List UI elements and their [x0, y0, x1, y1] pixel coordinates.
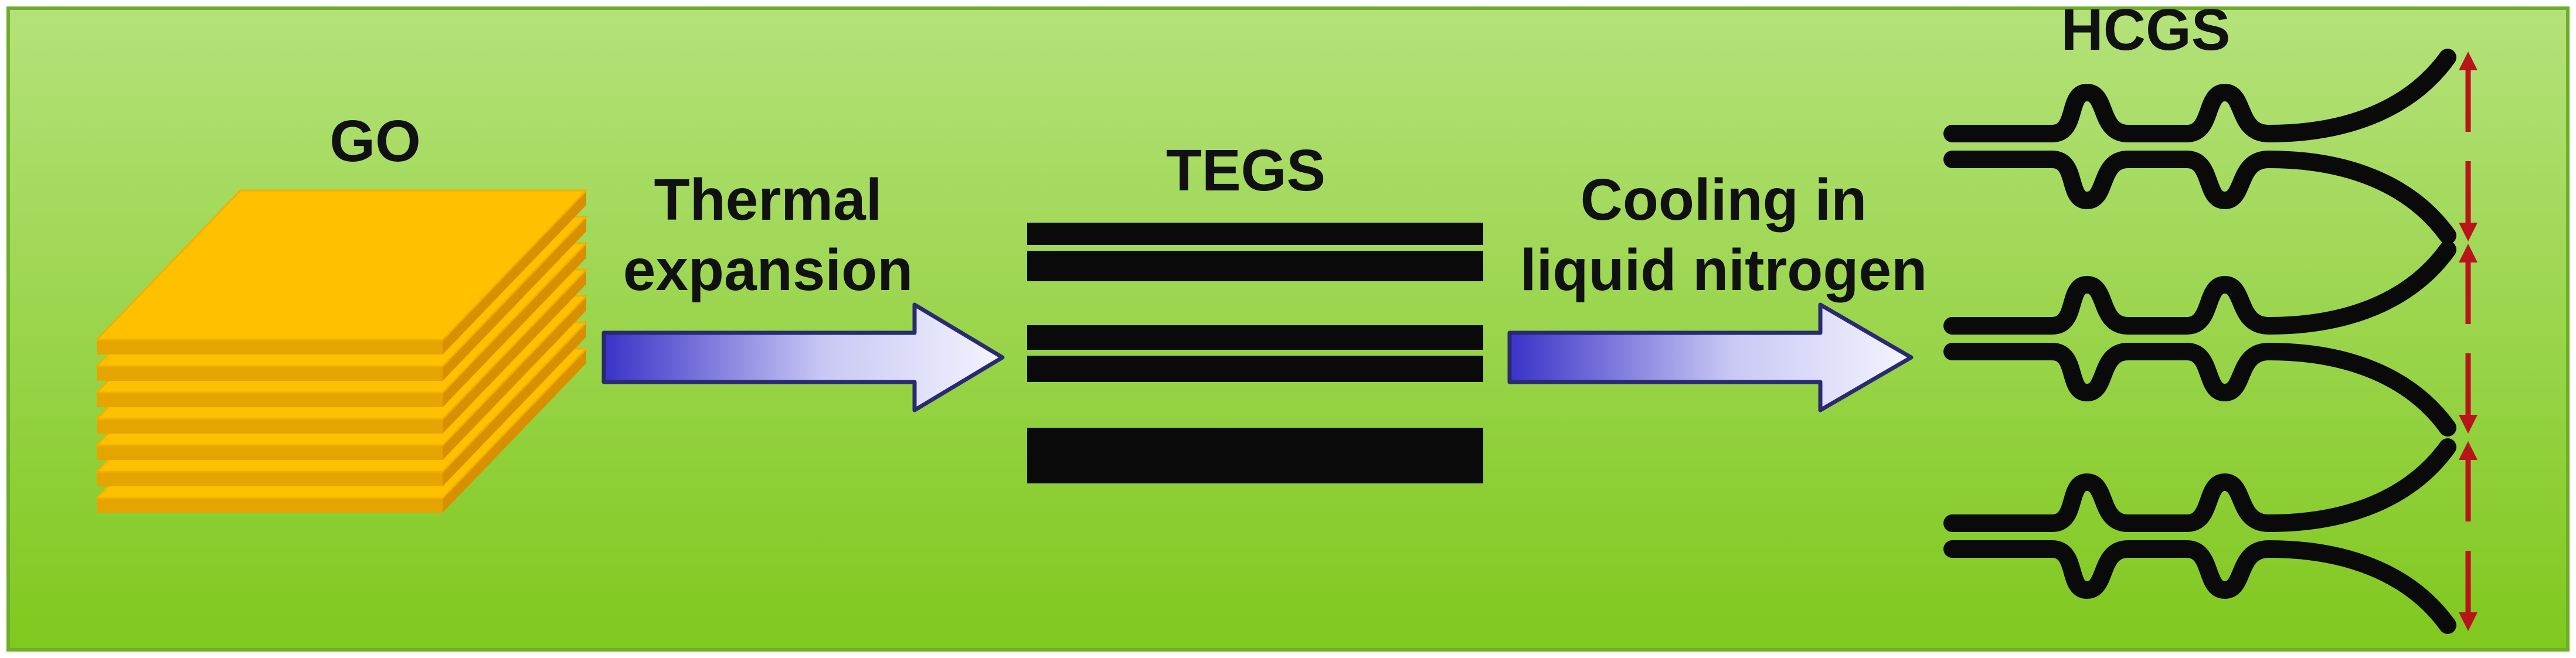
go-sheet-side — [443, 296, 586, 460]
hcgs-sheet — [1943, 151, 2456, 244]
red-up-arrow-head — [2459, 244, 2478, 262]
go-sheet-edge — [97, 419, 443, 434]
label-cooling-in: Cooling in — [1581, 167, 1867, 233]
hcgs-structures — [1943, 49, 2456, 634]
red-down-arrow-head — [2459, 415, 2478, 434]
label-thermal: Thermal — [654, 167, 882, 233]
tegs-layers — [1027, 223, 1483, 483]
red-up-arrow-head — [2459, 441, 2478, 460]
arrow-cooling — [1507, 302, 1914, 412]
tegs-bar — [1027, 356, 1483, 382]
arrow-thermal-expansion — [601, 302, 1005, 412]
hcgs-sheet — [1943, 343, 2456, 437]
label-tegs: TEGS — [1166, 138, 1326, 203]
go-sheet-side — [443, 270, 586, 434]
hcgs-sheet — [1943, 438, 2456, 532]
label-hcgs: HCGS — [2061, 0, 2231, 63]
hcgs-sheet — [1943, 241, 2456, 335]
red-down-arrow-head — [2459, 223, 2478, 241]
label-go: GO — [329, 108, 421, 174]
hcgs-sheet — [1943, 540, 2456, 634]
tegs-bar — [1027, 325, 1483, 350]
label-expansion: expansion — [623, 237, 913, 303]
go-sheet-edge — [97, 393, 443, 407]
tegs-bar — [1027, 223, 1483, 245]
label-liquid-nitrogen: liquid nitrogen — [1520, 237, 1927, 303]
expansion-double-arrows — [2459, 52, 2478, 631]
go-sheet-side — [443, 217, 586, 381]
tegs-bar — [1027, 428, 1483, 483]
red-down-arrow-head — [2459, 612, 2478, 631]
hcgs-sheet — [1943, 49, 2456, 142]
go-sheet-stack — [94, 189, 589, 513]
go-sheet-edge — [97, 340, 443, 354]
tegs-bar — [1027, 251, 1483, 281]
go-sheet-edge — [97, 366, 443, 381]
go-sheet — [94, 189, 589, 341]
red-up-arrow-head — [2459, 52, 2478, 70]
go-sheet-edge — [97, 472, 443, 486]
go-sheet-side — [443, 190, 586, 354]
go-sheet-side — [443, 349, 586, 513]
go-sheet-side — [443, 322, 586, 486]
go-sheet-side — [443, 243, 586, 407]
go-sheet-edge — [97, 445, 443, 460]
go-sheet-edge — [97, 498, 443, 513]
